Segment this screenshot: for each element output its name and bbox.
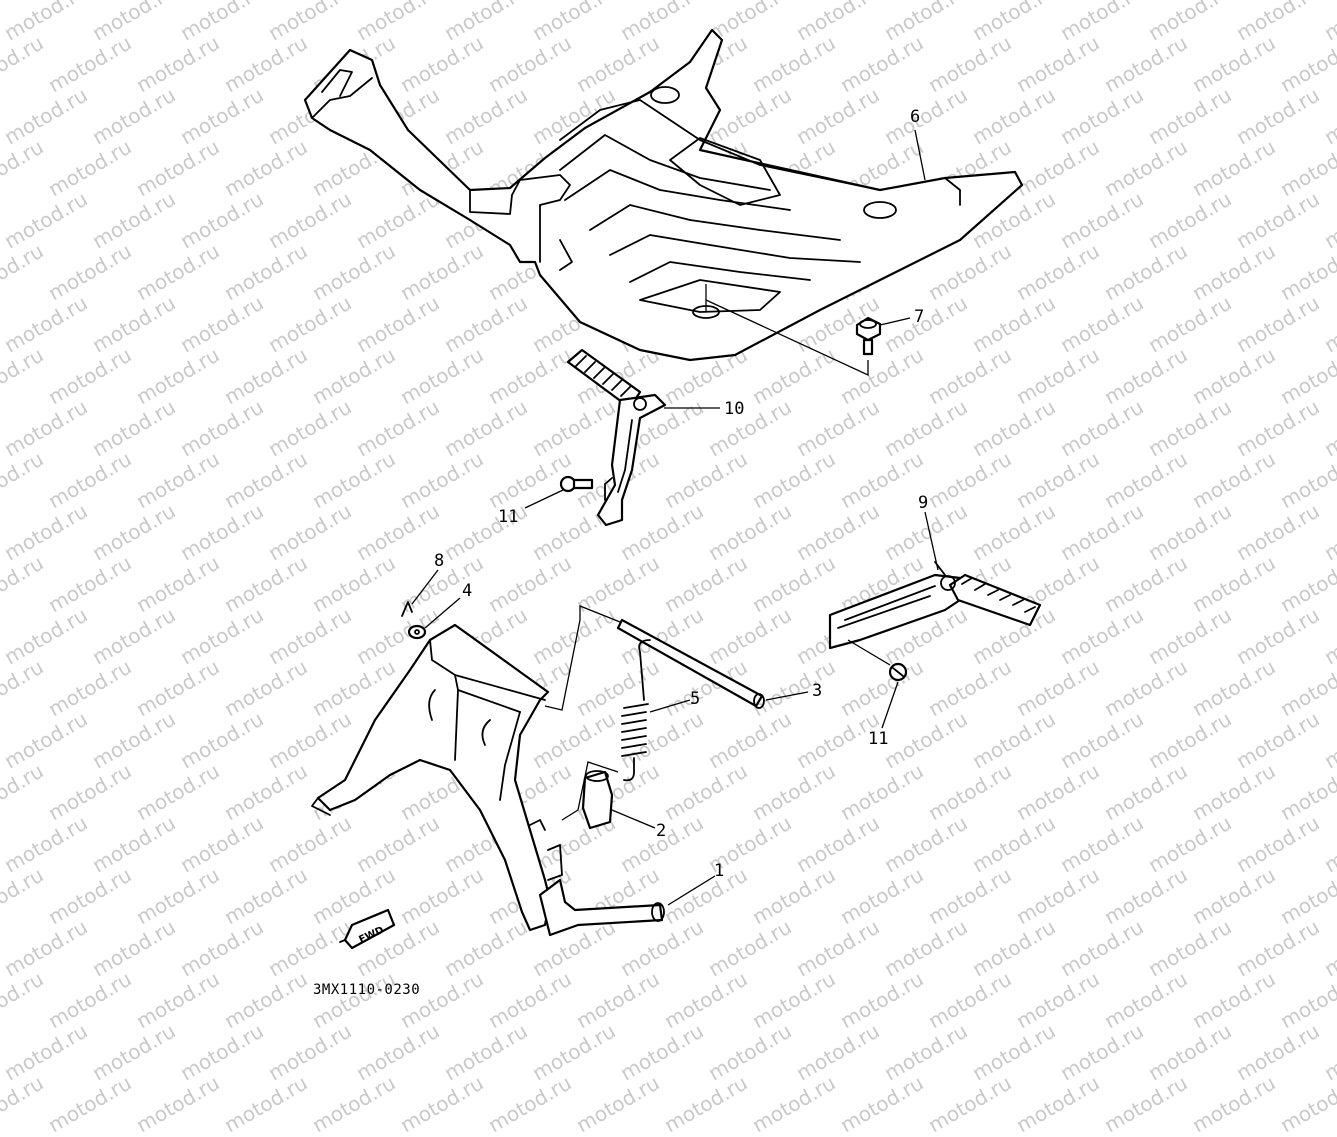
- watermark-text: motod.ru: [352, 1018, 444, 1086]
- diagram-code: 3MX1110-0230: [313, 982, 421, 998]
- watermark-text: motod.ru: [1100, 1070, 1192, 1137]
- watermark-text: motod.ru: [264, 1018, 356, 1086]
- callout-10: 10: [724, 399, 744, 419]
- shaft-3: [616, 618, 765, 709]
- watermark-text: motod.ru: [0, 1018, 4, 1086]
- assembly-line-3: [544, 605, 621, 711]
- callout-1: 1: [714, 861, 724, 881]
- leader-7: [879, 317, 911, 326]
- watermark-text: motod.ru: [616, 1018, 708, 1086]
- leader-5: [649, 699, 691, 713]
- watermark-text: motod.ru: [528, 1018, 620, 1086]
- watermark-text: motod.ru: [836, 1070, 928, 1137]
- callout-9: 9: [918, 493, 928, 513]
- watermark-text: motod.ru: [220, 1070, 312, 1137]
- watermark-text: motod.ru: [572, 1070, 664, 1137]
- watermark-text: motod.ru: [1188, 1070, 1280, 1137]
- washer-4: [407, 624, 427, 640]
- callout-8: 8: [434, 551, 444, 571]
- watermark-text: motod.ru: [0, 1070, 48, 1137]
- leader-1: [667, 875, 716, 906]
- watermark-text: motod.ru: [1012, 1070, 1104, 1137]
- callout-4: 4: [462, 581, 472, 601]
- callout-11b: 11: [868, 729, 888, 749]
- watermark-text: motod.ru: [1232, 1018, 1324, 1086]
- watermark-text: motod.ru: [1320, 1018, 1337, 1086]
- watermark-text: motod.ru: [484, 1070, 576, 1137]
- leader-11a: [524, 489, 564, 509]
- callout-7: 7: [914, 307, 924, 327]
- leader-3: [765, 691, 809, 701]
- bush-2: [581, 770, 614, 830]
- callout-6: 6: [910, 107, 920, 127]
- watermark-text: motod.ru: [176, 1018, 268, 1086]
- watermark-text: motod.ru: [44, 1070, 136, 1137]
- leader-4: [424, 597, 461, 629]
- main-stand-1: [311, 623, 665, 937]
- footrest-board: [303, 28, 1024, 362]
- bolt-11b: [847, 639, 908, 682]
- callout-5: 5: [690, 689, 700, 709]
- footrest-right: [828, 561, 1042, 650]
- watermark-text: motod.ru: [880, 1018, 972, 1086]
- callout-3: 3: [812, 681, 822, 701]
- watermark-text: motod.ru: [0, 1018, 92, 1086]
- leader-9: [924, 511, 939, 571]
- leader-11b: [881, 681, 899, 729]
- leader-2: [611, 809, 656, 829]
- bolt-11a: [559, 475, 594, 493]
- watermark-text: motod.ru: [1276, 1070, 1337, 1137]
- leader-8: [411, 569, 439, 605]
- clip-8: [401, 601, 413, 617]
- watermark-text: motod.ru: [924, 1070, 1016, 1137]
- watermark-text: motod.ru: [1056, 1018, 1148, 1086]
- watermark-text: motod.ru: [660, 1070, 752, 1137]
- watermark-text: motod.ru: [88, 1018, 180, 1086]
- footrest-left: [566, 348, 667, 527]
- watermark-text: motod.ru: [440, 1018, 532, 1086]
- watermark-text: motod.ru: [132, 1070, 224, 1137]
- bolt-7: [855, 316, 882, 356]
- watermark-text: motod.ru: [396, 1070, 488, 1137]
- exploded-parts-diagram: FWD 6 7 10 11 9 8 4 3 5 11 2 1: [303, 28, 1042, 950]
- callout-2: 2: [656, 821, 666, 841]
- watermark-text: motod.ru: [704, 1018, 796, 1086]
- watermark-text: motod.ru: [748, 1070, 840, 1137]
- assembly-line-5: [561, 761, 619, 821]
- watermark-text: motod.ru: [308, 1070, 400, 1137]
- fwd-arrow-icon: [339, 908, 396, 950]
- watermark-text: motod.ru: [792, 1018, 884, 1086]
- spring-5: [621, 639, 651, 782]
- callout-11a: 11: [498, 507, 518, 527]
- assembly-line-7: [705, 299, 869, 377]
- watermark-text: motod.ru: [968, 1018, 1060, 1086]
- leader-6: [914, 129, 926, 181]
- watermark-text: motod.ru: [1144, 1018, 1236, 1086]
